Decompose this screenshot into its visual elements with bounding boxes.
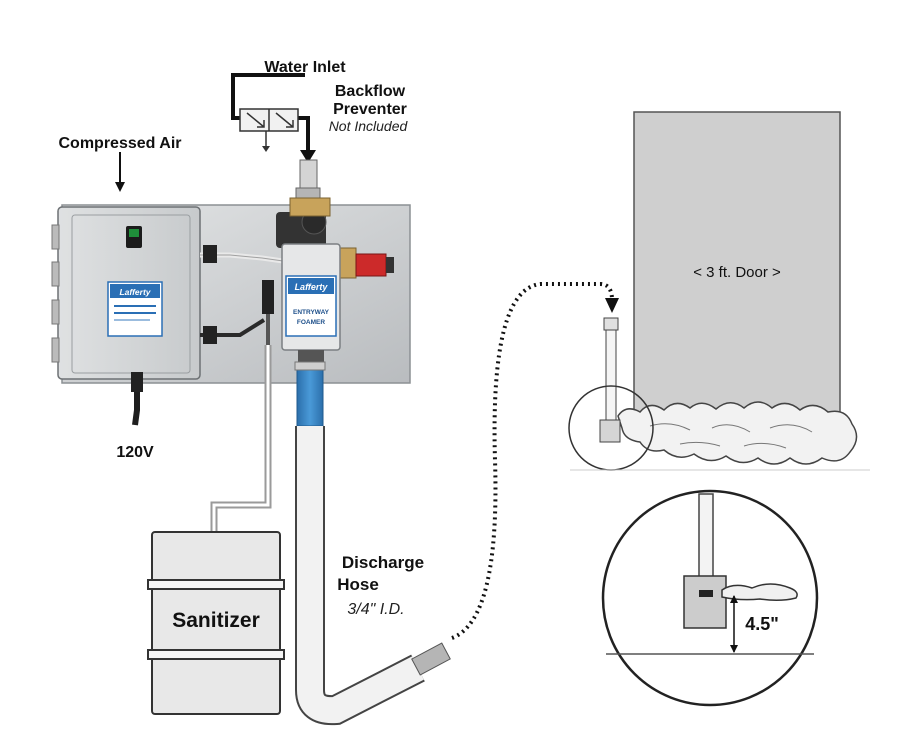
control-enclosure	[51, 206, 201, 380]
foamer-name-line1: ENTRYWAY	[293, 309, 330, 316]
backflow-label-1: Backflow	[335, 83, 406, 100]
sanitizer-label: Sanitizer	[172, 609, 260, 632]
door	[633, 111, 841, 429]
height-label: 4.5"	[745, 614, 779, 634]
sanitizer-drum	[147, 531, 285, 715]
solenoid-valve	[276, 159, 331, 248]
backflow-preventer	[239, 108, 299, 152]
detail-callout	[601, 489, 819, 707]
nozzle-wand	[599, 317, 621, 443]
foamer-brand: Lafferty	[295, 282, 329, 292]
hose-id-label: 3/4" I.D.	[347, 601, 404, 618]
discharge-label-1: Discharge	[342, 553, 424, 572]
discharge-hose	[295, 426, 451, 726]
door-label: < 3 ft. Door >	[693, 264, 781, 281]
water-inlet-label: Water Inlet	[264, 59, 346, 76]
hose-run-arrow	[605, 298, 619, 313]
foamer-unit	[281, 243, 341, 362]
power-cord	[131, 372, 143, 426]
backflow-label-2: Preventer	[333, 101, 407, 118]
voltage-label: 120V	[116, 444, 154, 461]
compressed-air-arrow	[115, 152, 125, 192]
foam-spray	[617, 401, 858, 465]
foamer-name-line2: FOAMER	[297, 319, 325, 326]
hose-run-dotted	[451, 282, 614, 640]
compressed-air-label: Compressed Air	[59, 135, 182, 152]
not-included-label: Not Included	[329, 118, 409, 134]
discharge-label-2: Hose	[337, 575, 379, 594]
discharge-hose-blue	[296, 361, 324, 427]
enclosure-brand: Lafferty	[119, 287, 151, 297]
